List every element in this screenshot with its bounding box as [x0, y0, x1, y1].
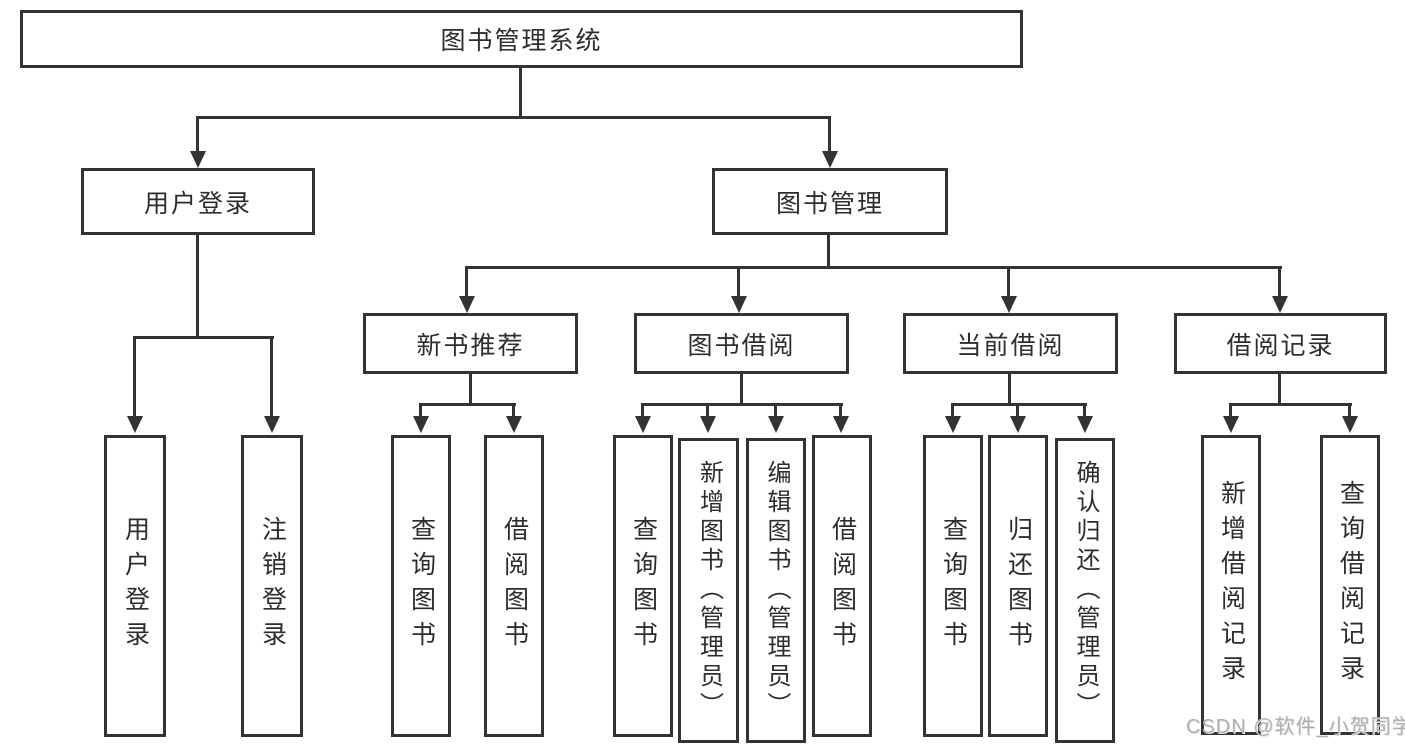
connector-vline	[1083, 403, 1086, 419]
connector-vline	[1278, 373, 1281, 405]
connector-vline	[196, 233, 199, 338]
connector-vline	[737, 266, 740, 298]
arrowhead-down-icon	[459, 296, 475, 313]
leaf-query-books-borrow-label: 查询图书	[629, 516, 658, 656]
connector-vline	[951, 403, 954, 419]
node-book-management: 图书管理	[712, 168, 948, 235]
node-user-login: 用户登录	[81, 168, 315, 235]
connector-vline	[839, 403, 842, 419]
leaf-query-books-current: 查询图书	[923, 435, 983, 737]
connector-hline	[197, 116, 831, 119]
arrowhead-down-icon	[945, 416, 961, 433]
connector-hline	[466, 266, 1282, 269]
leaf-logout-login: 注销登录	[241, 435, 303, 737]
node-book-borrow-label: 图书借阅	[687, 331, 796, 360]
node-new-book-recommend: 新书推荐	[363, 313, 578, 374]
leaf-user-login-label: 用户登录	[121, 516, 150, 656]
connector-vline	[519, 67, 522, 118]
node-user-login-label: 用户登录	[143, 189, 252, 218]
leaf-query-borrow-record: 查询借阅记录	[1320, 435, 1380, 735]
node-current-borrow: 当前借阅	[903, 313, 1118, 374]
leaf-query-books-recommend-label: 查询图书	[407, 516, 436, 656]
arrowhead-down-icon	[190, 151, 206, 168]
node-new-book-recommend-label: 新书推荐	[416, 331, 525, 360]
leaf-query-borrow-record-label: 查询借阅记录	[1336, 480, 1365, 690]
connector-vline	[465, 266, 468, 298]
node-borrow-records-label: 借阅记录	[1226, 331, 1335, 360]
connector-vline	[774, 403, 777, 419]
arrowhead-down-icon	[1342, 416, 1358, 433]
arrowhead-down-icon	[731, 296, 747, 313]
leaf-query-books-current-label: 查询图书	[939, 516, 968, 656]
node-root-label: 图书管理系统	[440, 27, 603, 55]
connector-vline	[512, 403, 515, 419]
connector-hline	[951, 403, 1087, 406]
connector-vline	[706, 403, 709, 419]
arrowhead-down-icon	[127, 416, 143, 433]
leaf-borrow-books-recommend: 借阅图书	[484, 435, 544, 737]
leaf-add-borrow-record-label: 新增借阅记录	[1217, 480, 1246, 690]
connector-vline	[196, 116, 199, 153]
connector-hline	[419, 403, 516, 406]
connector-vline	[1008, 373, 1011, 405]
arrowhead-down-icon	[768, 416, 784, 433]
node-current-borrow-label: 当前借阅	[956, 331, 1065, 360]
arrowhead-down-icon	[506, 416, 522, 433]
arrowhead-down-icon	[700, 416, 716, 433]
connector-vline	[133, 336, 136, 418]
arrowhead-down-icon	[1010, 416, 1026, 433]
connector-vline	[641, 403, 644, 419]
arrowhead-down-icon	[264, 416, 280, 433]
connector-hline	[133, 336, 274, 339]
leaf-borrow-books-borrow-label: 借阅图书	[828, 516, 857, 656]
connector-vline	[740, 373, 743, 405]
connector-vline	[1348, 403, 1351, 419]
node-root: 图书管理系统	[20, 10, 1023, 68]
leaf-return-book-label: 归还图书	[1004, 516, 1033, 656]
leaf-user-login: 用户登录	[104, 435, 166, 737]
leaf-logout-login-label: 注销登录	[258, 516, 287, 656]
leaf-edit-book-admin-label: 编辑图书（管理员）	[763, 460, 790, 721]
node-borrow-records: 借阅记录	[1174, 313, 1387, 374]
leaf-borrow-books-recommend-label: 借阅图书	[500, 516, 529, 656]
connector-vline	[419, 403, 422, 419]
connector-vline	[469, 373, 472, 405]
connector-vline	[827, 233, 830, 269]
leaf-edit-book-admin: 编辑图书（管理员）	[746, 438, 806, 743]
leaf-return-book: 归还图书	[988, 435, 1048, 737]
connector-vline	[1016, 403, 1019, 419]
leaf-add-book-admin: 新增图书（管理员）	[678, 438, 739, 743]
csdn-watermark: CSDN @软件_小贺同学	[1186, 716, 1405, 738]
leaf-query-books-borrow: 查询图书	[613, 435, 673, 737]
arrowhead-down-icon	[635, 416, 651, 433]
leaf-confirm-return-admin-label: 确认归还（管理员）	[1072, 460, 1099, 721]
arrowhead-down-icon	[1077, 416, 1093, 433]
node-book-borrow: 图书借阅	[634, 313, 849, 374]
connector-vline	[270, 336, 273, 418]
leaf-add-borrow-record: 新增借阅记录	[1201, 435, 1261, 735]
arrowhead-down-icon	[1223, 416, 1239, 433]
connector-hline	[641, 403, 843, 406]
arrowhead-down-icon	[833, 416, 849, 433]
arrowhead-down-icon	[1272, 296, 1288, 313]
arrowhead-down-icon	[413, 416, 429, 433]
node-book-management-label: 图书管理	[775, 189, 884, 218]
connector-vline	[1278, 266, 1281, 298]
arrowhead-down-icon	[822, 151, 838, 168]
connector-vline	[1007, 266, 1010, 298]
leaf-query-books-recommend: 查询图书	[391, 435, 451, 737]
leaf-confirm-return-admin: 确认归还（管理员）	[1055, 438, 1115, 743]
leaf-borrow-books-borrow: 借阅图书	[812, 435, 872, 737]
connector-vline	[1229, 403, 1232, 419]
leaf-add-book-admin-label: 新增图书（管理员）	[695, 460, 723, 721]
connector-hline	[1229, 403, 1352, 406]
connector-vline	[828, 116, 831, 153]
arrowhead-down-icon	[1001, 296, 1017, 313]
